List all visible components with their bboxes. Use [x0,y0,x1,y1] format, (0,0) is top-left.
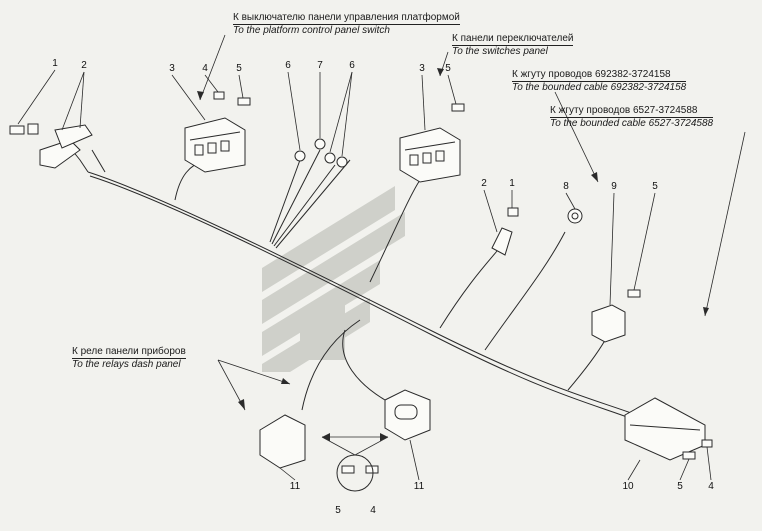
arrow-heads [197,68,709,441]
caption-cable-6527-ru: К жгуту проводов 6527-3724588 [550,105,714,118]
flat-terminals [9,91,713,492]
callout-3b: 3 [419,63,425,74]
terminal-5b [451,103,465,112]
callout-5c: 5 [652,181,658,192]
callout-5d: 5 [335,505,341,516]
caption-cable-6527: К жгуту проводов 6527-3724588 To the bou… [550,105,714,129]
callout-5a: 5 [236,63,242,74]
ring-terminal-6c [336,156,348,168]
caption-relays-panel-en: To the relays dash panel [72,359,181,370]
callout-2a: 2 [81,60,87,71]
callout-5e: 5 [677,481,683,492]
callout-4c: 4 [708,481,714,492]
terminal-1-right [507,207,519,217]
terminal-1-left [9,125,25,135]
callout-3a: 3 [169,63,175,74]
caption-relays-panel-ru: К реле панели приборов [72,346,186,359]
callout-11a: 11 [289,481,301,492]
caption-cable-6527-en: To the bounded cable 6527-3724588 [550,118,714,129]
connector-9 [591,304,626,343]
callout-7a: 7 [317,60,323,71]
callout-6b: 6 [349,60,355,71]
caption-platform-switch-en: To the platform control panel switch [233,25,390,36]
caption-platform-switch-ru: К выключателю панели управления платформ… [233,12,460,25]
ring-terminal-6b [324,152,336,164]
callout-5b: 5 [445,63,451,74]
callout-4b: 4 [370,505,376,516]
callout-2b: 2 [481,178,487,189]
callout-1a: 1 [52,58,58,69]
caption-switches-panel-en: To the switches panel [452,46,548,57]
callout-10: 10 [622,481,634,492]
callout-11b: 11 [413,481,425,492]
manufacturer-logo-watermark [262,186,405,372]
terminal-5e [682,451,696,460]
callout-6a: 6 [285,60,291,71]
ring-terminal-7 [314,138,326,150]
caption-switches-panel: К панели переключателей To the switches … [452,33,574,57]
caption-cable-692382: К жгуту проводов 692382-3724158 To the b… [512,69,687,93]
terminal-5d [341,465,355,474]
leader-lines [17,34,746,481]
callout-8: 8 [563,181,569,192]
connector-11-left [259,414,306,469]
callout-9: 9 [611,181,617,192]
terminal-5 [237,97,251,106]
terminal-4c [701,439,713,448]
caption-switches-panel-ru: К панели переключателей [452,33,574,46]
main-trunk-wire [87,171,651,421]
caption-cable-692382-ru: К жгуту проводов 692382-3724158 [512,69,687,82]
bullet-connector-2-right [491,227,513,256]
callout-1b: 1 [509,178,515,189]
ring-terminals [294,138,583,224]
caption-cable-692382-en: To the bounded cable 692382-3724158 [512,82,687,93]
terminal-5c [627,289,641,298]
caption-platform-switch: К выключателю панели управления платформ… [233,12,460,36]
connectors [39,117,706,469]
caption-relays-panel: К реле панели приборов To the relays das… [72,346,186,370]
callout-4a: 4 [202,63,208,74]
harness-wires [71,149,651,426]
terminal-4 [213,91,225,100]
ring-terminal-6a [294,150,306,162]
